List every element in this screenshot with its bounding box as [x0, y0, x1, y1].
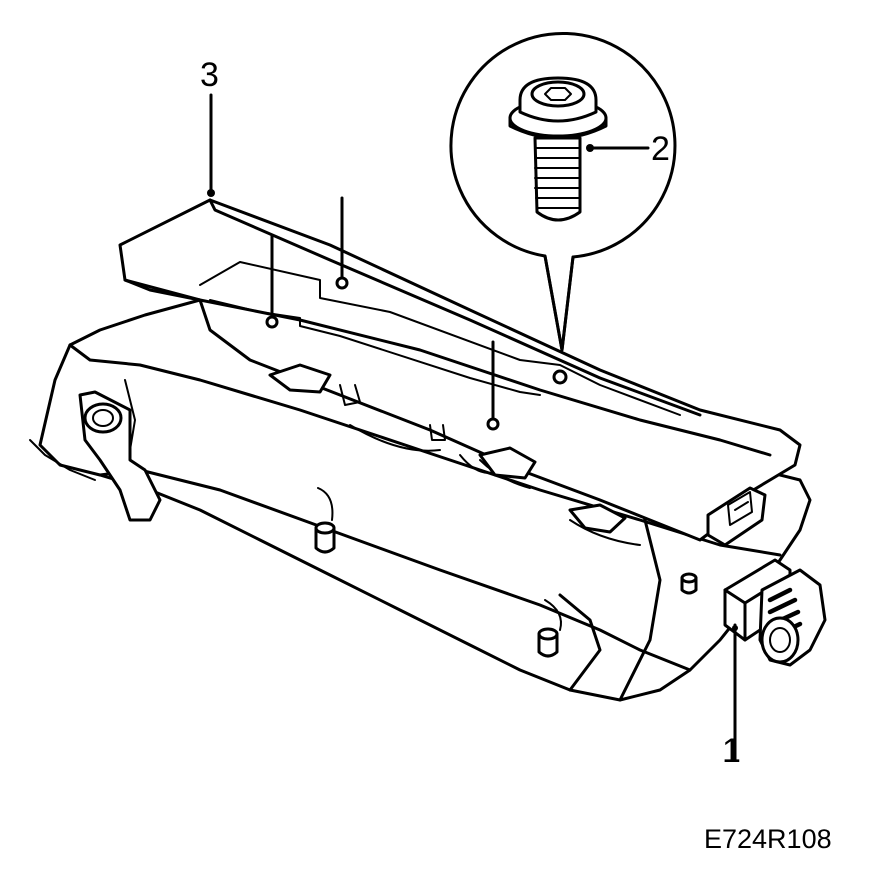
post-left [314, 521, 336, 554]
callout-label-3: 3 [200, 56, 219, 94]
callout-label-2: 2 [651, 130, 670, 168]
screw-part-2 [508, 76, 608, 222]
connector-part-1: 1 [722, 558, 827, 770]
callout-label-1: 1 [722, 732, 741, 770]
figure-code: E724R108 [704, 824, 832, 854]
post-middle [537, 627, 559, 658]
screw-detail-bubble: 2 [449, 31, 677, 352]
cover-part-3: 3 [118, 56, 802, 547]
post-right [680, 572, 698, 595]
